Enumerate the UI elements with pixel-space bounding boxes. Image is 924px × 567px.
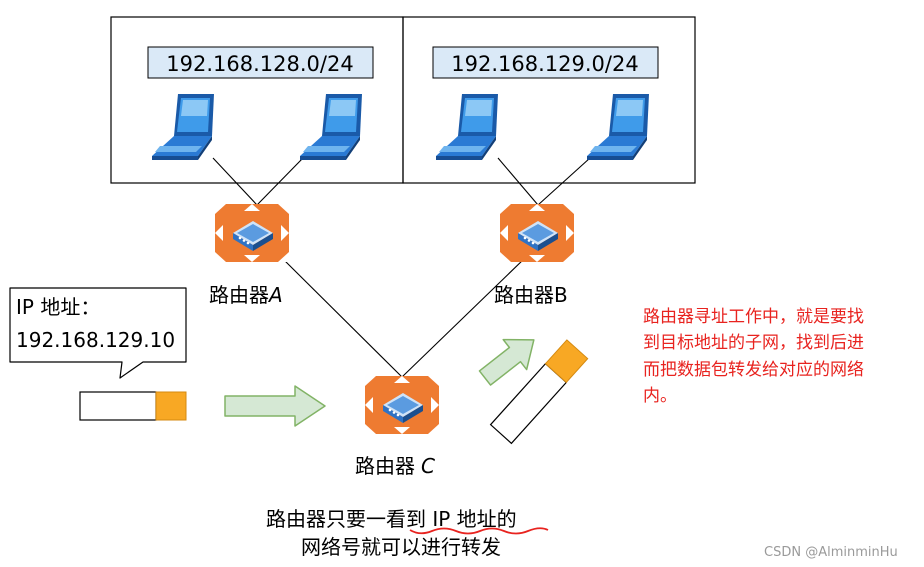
link-routerA-routerC xyxy=(281,257,403,378)
subnet-label-bg-right xyxy=(432,46,659,79)
note-line: 路由器寻址工作中，就是要找 xyxy=(643,307,864,327)
callout-line2: 192.168.129.10 xyxy=(16,328,175,352)
note-line: 内。 xyxy=(643,386,677,406)
forwarded-packet-icon xyxy=(489,339,589,445)
caption-line1: 路由器只要一看到 IP 地址的 xyxy=(266,507,517,531)
note-line: 而把数据包转发给对应的网络 xyxy=(643,360,864,380)
forward-arrow-icon xyxy=(478,338,535,386)
router-icon xyxy=(365,376,439,434)
subnet-label-bg-left xyxy=(147,46,374,79)
subnet-label-right: 192.168.129.0/24 xyxy=(451,52,638,76)
right-arrow-icon xyxy=(224,385,326,427)
callout-line1: IP 地址： xyxy=(16,295,100,319)
explanation-note: 路由器寻址工作中，就是要找 到目标地址的子网，找到后进 而把数据包转发给对应的网… xyxy=(643,307,864,406)
laptop-icon xyxy=(152,94,214,160)
note-line: 到目标地址的子网，找到后进 xyxy=(643,333,864,353)
caption-underline xyxy=(409,527,549,535)
callout-bubble xyxy=(9,287,187,379)
router-b-label: 路由器B xyxy=(494,283,568,307)
link-laptop4-routerB xyxy=(537,157,591,206)
subnet-box-right xyxy=(402,16,696,184)
laptop-icon xyxy=(300,94,362,160)
watermark: CSDN @AlminminHu xyxy=(764,545,898,560)
caption-line2: 网络号就可以进行转发 xyxy=(301,535,501,559)
subnet-label-left: 192.168.128.0/24 xyxy=(166,52,353,76)
laptop-icon xyxy=(436,94,498,160)
router-icon xyxy=(500,204,574,262)
link-routerB-routerC xyxy=(401,257,526,378)
link-laptop1-routerA xyxy=(212,157,258,206)
packet-icon xyxy=(79,391,187,421)
router-a-label: 路由器A xyxy=(209,283,283,307)
link-laptop2-routerA xyxy=(256,157,304,206)
connection-lines xyxy=(212,157,591,378)
router-icon xyxy=(215,204,289,262)
link-laptop3-routerB xyxy=(497,157,539,206)
laptop-icon xyxy=(587,94,649,160)
